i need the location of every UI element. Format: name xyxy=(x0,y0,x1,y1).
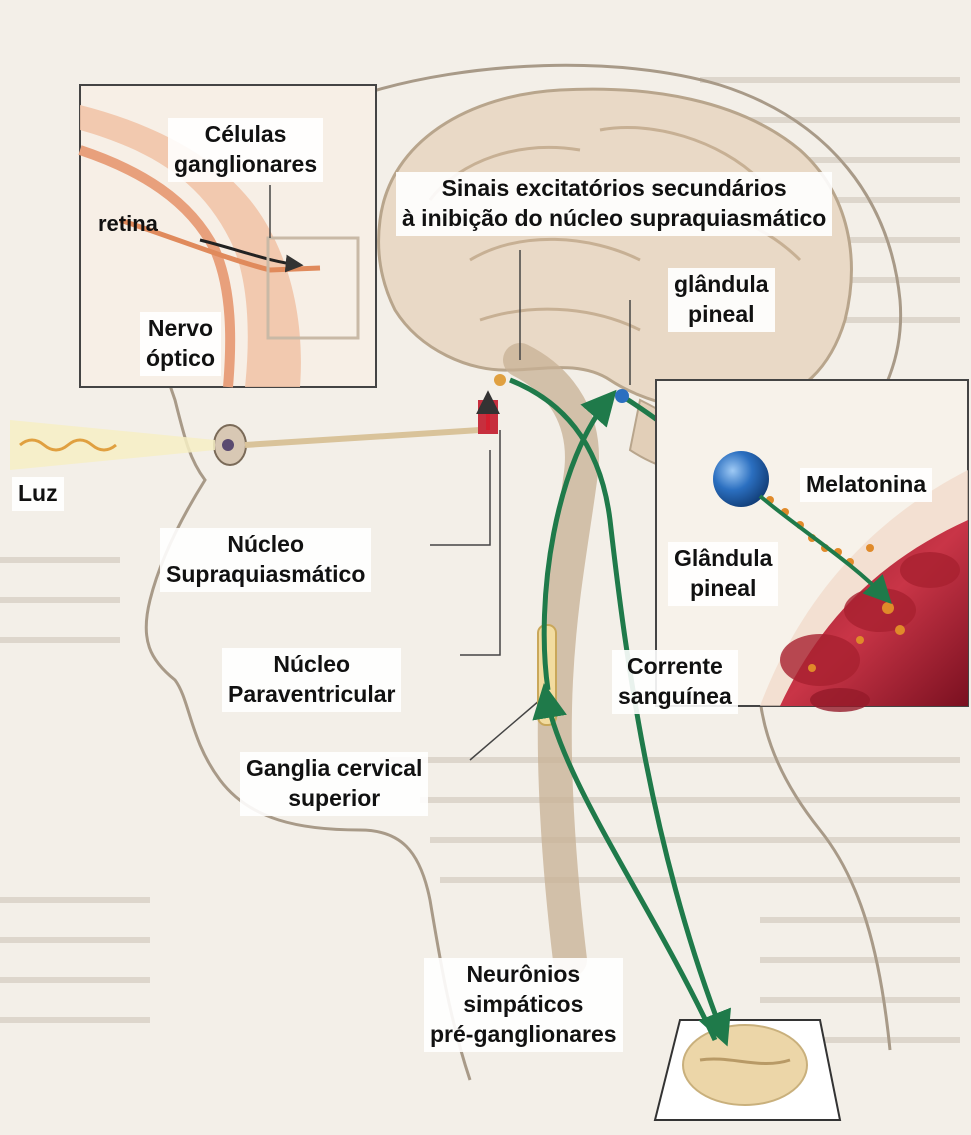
optic-tract xyxy=(245,430,480,445)
label-ganglia-cervical-line-1: Ganglia cervical xyxy=(246,754,422,784)
eye xyxy=(214,425,246,465)
scn-marker xyxy=(478,374,506,434)
label-luz-text: Luz xyxy=(18,479,58,509)
light-beam xyxy=(10,420,215,470)
label-corrente-sanguinea-line-2: sanguínea xyxy=(618,682,732,712)
label-glandula-pineal-top-line-2: pineal xyxy=(674,300,769,330)
label-neuronios-line-3: pré-ganglionares xyxy=(430,1020,617,1050)
label-ganglia-cervical-line-2: superior xyxy=(246,784,422,814)
label-luz: Luz xyxy=(12,477,64,511)
label-nucleo-paraventricular-line-2: Paraventricular xyxy=(228,680,395,710)
label-sinais-line-2: à inibição do núcleo supraquiasmático xyxy=(402,204,826,234)
label-glandula-pineal-inset: Glândula pineal xyxy=(668,542,778,606)
label-nervo-optico: Nervo óptico xyxy=(140,312,221,376)
label-retina-text: retina xyxy=(98,210,158,239)
label-sinais-line-1: Sinais excitatórios secundários xyxy=(402,174,826,204)
label-neuronios-line-2: simpáticos xyxy=(430,990,617,1020)
label-melatonina-text: Melatonina xyxy=(806,470,926,500)
label-retina: retina xyxy=(92,208,164,241)
label-neuronios-line-1: Neurônios xyxy=(430,960,617,990)
label-sinais-excitatorios: Sinais excitatórios secundários à inibiç… xyxy=(396,172,832,236)
label-nucleo-supraquiasmatico-line-2: Supraquiasmático xyxy=(166,560,365,590)
label-corrente-sanguinea: Corrente sanguínea xyxy=(612,650,738,714)
label-glandula-pineal-top-line-1: glândula xyxy=(674,270,769,300)
label-celulas-ganglionares-line-2: ganglionares xyxy=(174,150,317,180)
label-nervo-optico-line-1: Nervo xyxy=(146,314,215,344)
label-glandula-pineal-top: glândula pineal xyxy=(668,268,775,332)
spinal-cord-section xyxy=(655,1020,840,1120)
label-corrente-sanguinea-line-1: Corrente xyxy=(618,652,732,682)
label-celulas-ganglionares: Células ganglionares xyxy=(168,118,323,182)
label-nucleo-supraquiasmatico-line-1: Núcleo xyxy=(166,530,365,560)
label-celulas-ganglionares-line-1: Células xyxy=(174,120,317,150)
label-glandula-pineal-inset-line-2: pineal xyxy=(674,574,772,604)
label-nucleo-paraventricular-line-1: Núcleo xyxy=(228,650,395,680)
label-glandula-pineal-inset-line-1: Glândula xyxy=(674,544,772,574)
label-neuronios-simpaticos: Neurônios simpáticos pré-ganglionares xyxy=(424,958,623,1052)
label-ganglia-cervical: Ganglia cervical superior xyxy=(240,752,428,816)
label-nervo-optico-line-2: óptico xyxy=(146,344,215,374)
pineal-marker-small xyxy=(615,389,629,403)
label-nucleo-supraquiasmatico: Núcleo Supraquiasmático xyxy=(160,528,371,592)
label-nucleo-paraventricular: Núcleo Paraventricular xyxy=(222,648,401,712)
label-melatonina: Melatonina xyxy=(800,468,932,502)
